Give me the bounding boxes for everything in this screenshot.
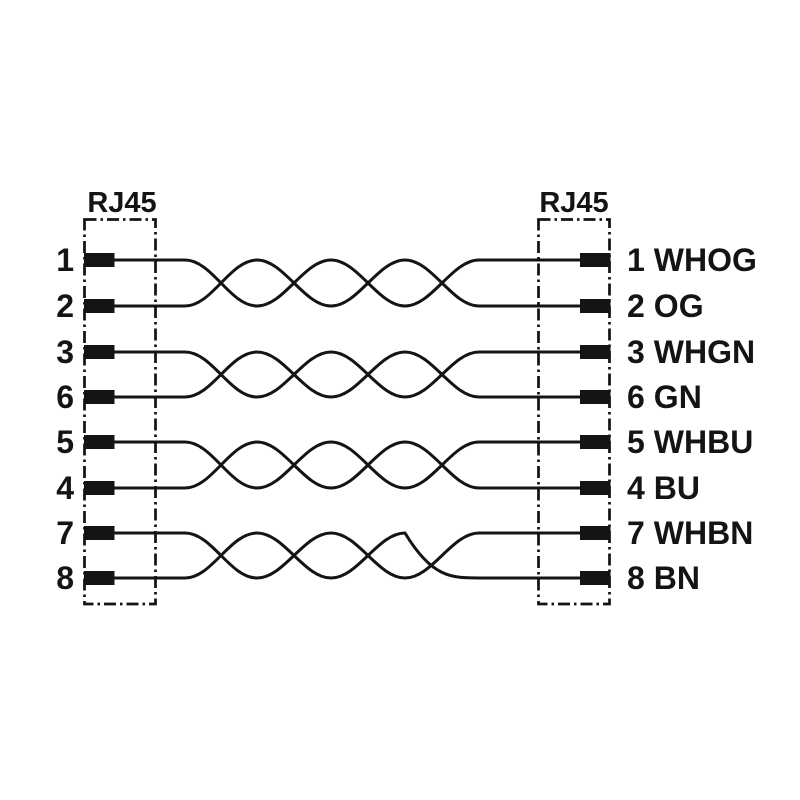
wire-pin1 <box>114 258 580 308</box>
left-pin-contact <box>84 481 115 495</box>
right-pin-number: 4 <box>627 470 645 506</box>
wire-pin4 <box>114 440 580 490</box>
left-pin-contact <box>84 390 115 404</box>
right-pin-number: 2 <box>627 288 645 324</box>
left-pin-contact <box>84 345 115 359</box>
left-pin-number: 6 <box>56 379 74 415</box>
left-pin-number: 4 <box>56 470 74 506</box>
right-pin-contact <box>580 390 611 404</box>
right-pin-number: 1 <box>627 242 645 278</box>
connector-right-outline <box>537 218 611 606</box>
right-pin-label: 2 OG <box>627 289 704 323</box>
right-pin-label: 3 WHGN <box>627 335 755 369</box>
left-pin-number: 3 <box>56 334 74 370</box>
wire-pin2 <box>114 258 580 308</box>
twisted-pair-wires <box>114 258 580 580</box>
right-pin-contact <box>580 481 611 495</box>
right-pin-contact <box>580 253 611 267</box>
left-pin-contact <box>84 253 115 267</box>
left-pin-contact <box>84 571 115 585</box>
right-pin-contact <box>580 345 611 359</box>
connector-right-title: RJ45 <box>539 187 609 219</box>
right-pin-label: 4 BU <box>627 471 700 505</box>
right-pin-label: 1 WHOG <box>627 243 757 277</box>
connector-left-outline <box>83 218 157 606</box>
wire-color-code: WHBN <box>653 515 754 551</box>
left-pin-contact <box>84 299 115 313</box>
connector-left-title: RJ45 <box>87 187 157 219</box>
wire-color-code: WHBU <box>653 424 754 460</box>
wire-pin6 <box>114 350 580 399</box>
wire-color-code: GN <box>653 379 702 415</box>
right-pin-number: 3 <box>627 334 645 370</box>
connector-pins <box>84 253 611 585</box>
wire-pin8 <box>114 531 580 580</box>
right-pin-contact <box>580 526 611 540</box>
wire-color-code: OG <box>653 288 704 324</box>
right-pin-label: 5 WHBU <box>627 425 753 459</box>
right-pin-contact <box>580 435 611 449</box>
right-pin-contact <box>580 299 611 313</box>
left-pin-contact <box>84 526 115 540</box>
right-pin-number: 8 <box>627 560 645 596</box>
left-pin-contact <box>84 435 115 449</box>
right-pin-label: 8 BN <box>627 561 700 595</box>
left-pin-number: 2 <box>56 288 74 324</box>
right-pin-label: 6 GN <box>627 380 702 414</box>
wire-color-code: WHGN <box>653 334 756 370</box>
wire-pin5 <box>114 440 580 490</box>
left-pin-number: 5 <box>56 424 74 460</box>
wire-color-code: WHOG <box>653 242 757 278</box>
wire-pin3 <box>114 350 580 399</box>
wire-color-code: BN <box>653 560 701 596</box>
right-pin-number: 7 <box>627 515 645 551</box>
right-pin-label: 7 WHBN <box>627 516 753 550</box>
left-pin-number: 1 <box>56 242 74 278</box>
wire-color-code: BU <box>653 470 701 506</box>
right-pin-number: 6 <box>627 379 645 415</box>
left-pin-number: 8 <box>56 560 74 596</box>
right-pin-number: 5 <box>627 424 645 460</box>
right-pin-contact <box>580 571 611 585</box>
left-pin-number: 7 <box>56 515 74 551</box>
